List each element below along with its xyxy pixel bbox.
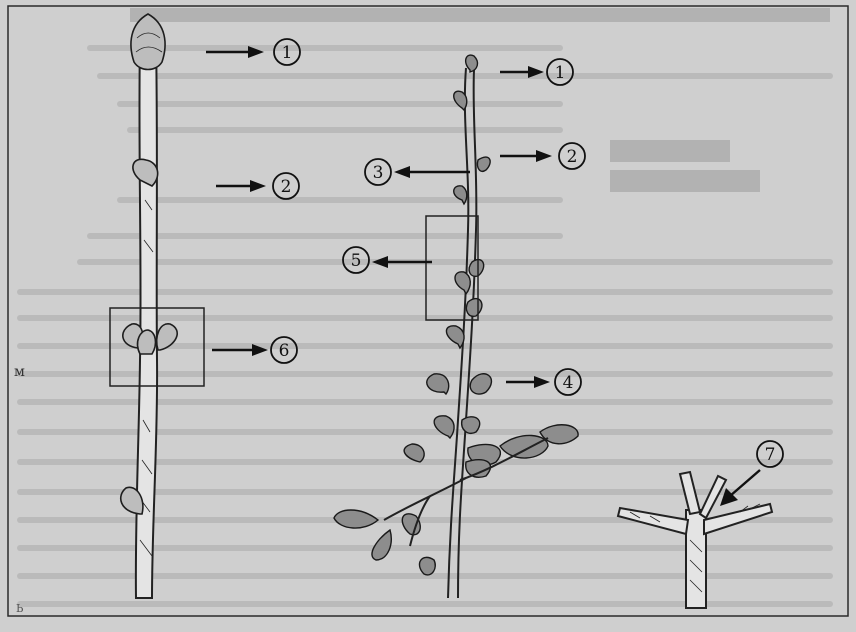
callout-7: 7 — [757, 441, 783, 467]
lateral-bud — [133, 159, 158, 186]
svg-text:3: 3 — [373, 163, 384, 183]
twig-leafy — [334, 55, 578, 598]
svg-text:5: 5 — [351, 251, 362, 271]
corner-mark: Ь — [16, 602, 24, 615]
callout-1-right: 1 — [547, 59, 573, 85]
callout-6: 6 — [271, 337, 297, 363]
terminal-bud — [131, 14, 165, 70]
callout-3: 3 — [365, 159, 391, 185]
callout-arrows — [206, 46, 760, 506]
callout-4: 4 — [555, 369, 581, 395]
svg-text:6: 6 — [279, 341, 290, 361]
callout-2-right: 2 — [559, 143, 585, 169]
left-edge-mark: м — [14, 364, 25, 380]
svg-text:1: 1 — [282, 43, 293, 63]
svg-text:4: 4 — [563, 373, 574, 393]
callout-1-left: 1 — [274, 39, 300, 65]
svg-text:1: 1 — [555, 63, 566, 83]
callout-2-left: 2 — [273, 173, 299, 199]
svg-text:2: 2 — [281, 177, 292, 197]
svg-text:7: 7 — [765, 445, 776, 465]
svg-text:2: 2 — [567, 147, 578, 167]
